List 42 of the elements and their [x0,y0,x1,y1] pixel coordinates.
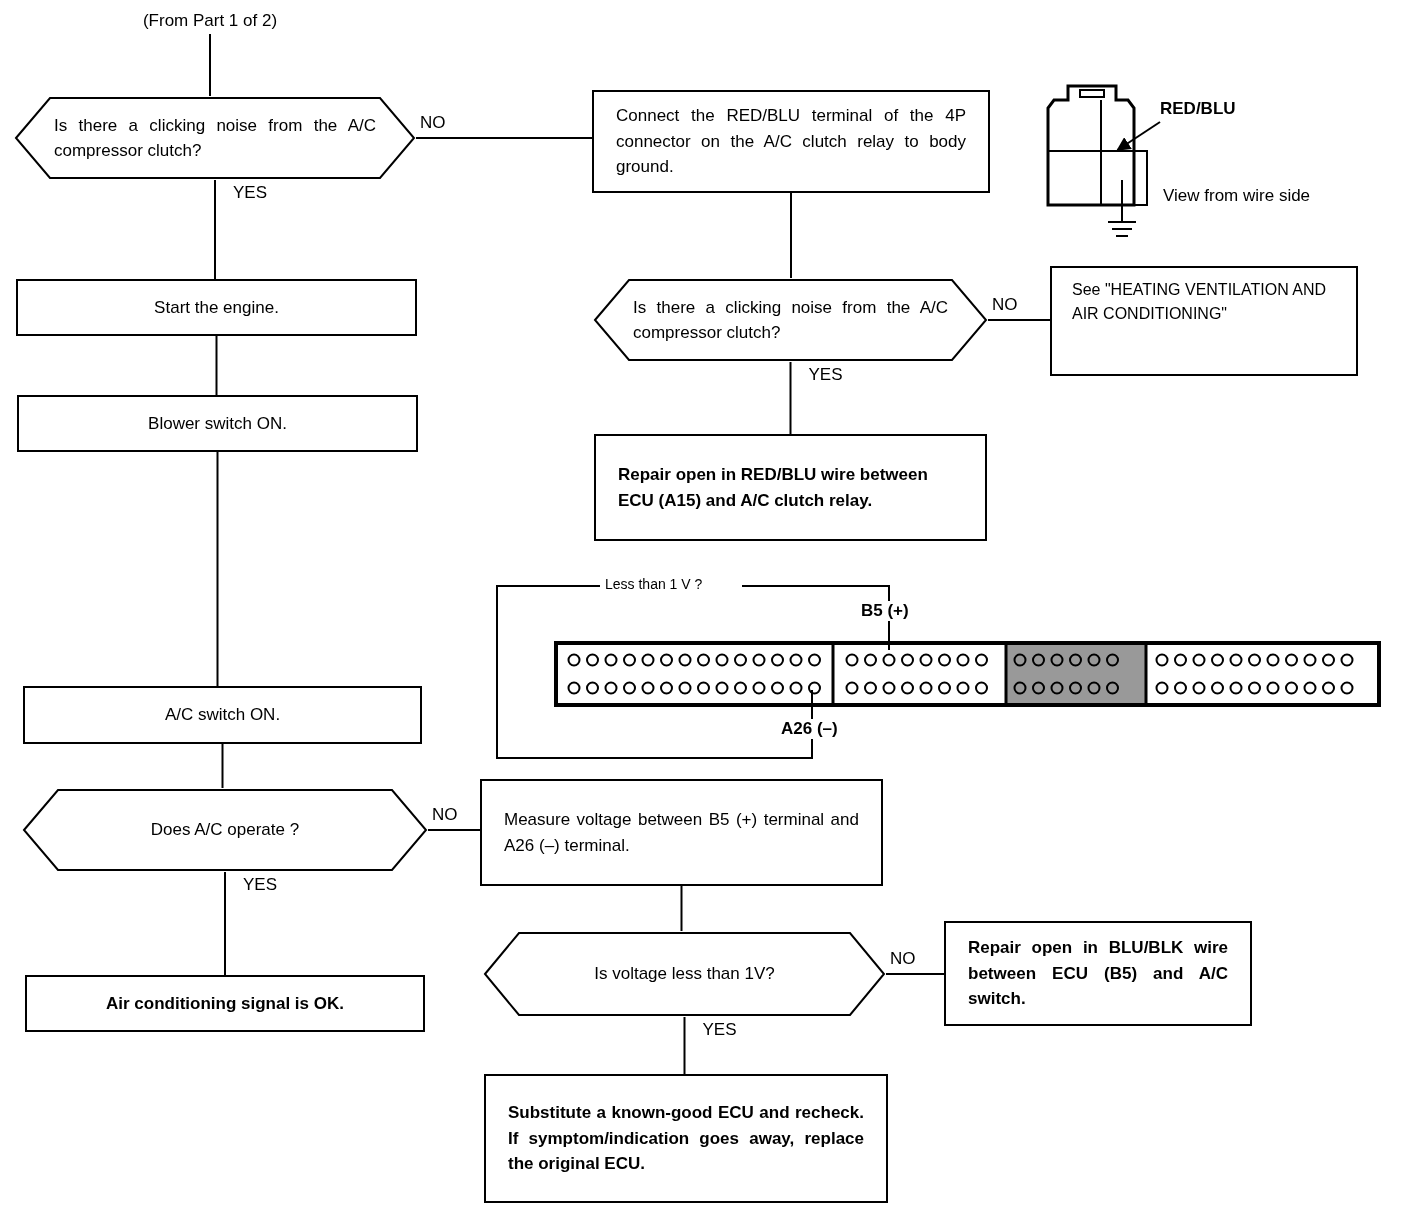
connector-line [214,179,216,280]
process-box [25,975,425,1032]
process-box [944,921,1252,1026]
connector-line [221,743,224,789]
box-text: Substitute a known-good ECU and recheck. If symptom/indication goes away, replace the original ECU. [508,1102,864,1176]
process-box [484,1074,888,1203]
terminal-cavity [1100,150,1148,206]
connector-line [680,885,683,932]
note-text: (From Part 1 of 2) [141,10,279,33]
process-box [16,279,417,336]
box-text: Is voltage less than 1V? [593,963,776,986]
process-box [592,90,990,193]
box-text: See "HEATING VENTILATION AND AIR CONDITIONING" [1072,280,1328,324]
connector-line [790,192,792,279]
connector-line [987,319,1051,321]
connector-line [789,361,792,435]
box-text: Blower switch ON. [147,412,288,435]
box-text: Does A/C operate ? [149,819,301,842]
connector-line [209,33,211,97]
process-box [594,434,987,541]
process-box [23,686,422,744]
box-text: Repair open in RED/BLU wire between ECU (A15) and A/C clutch relay. [618,464,929,512]
box-text: A/C switch ON. [163,704,282,727]
connector-line [216,451,219,687]
box-text: Measure voltage between B5 (+) terminal and A26 (–) terminal. [504,809,859,857]
connector-line [215,335,218,396]
process-box [480,779,883,886]
box-text: Repair open in BLU/BLK wire between ECU (B5) and A/C switch. [968,937,1228,1011]
connector-line [683,1016,686,1075]
process-box [1050,266,1358,376]
leader-arrow [1116,121,1161,151]
connector-line [415,137,593,139]
box-text: Is there a clicking noise from the A/C compressor clutch? [54,114,376,162]
connector-line [427,829,481,831]
process-box [17,395,418,452]
box-text: Air conditioning signal is OK. [105,992,345,1015]
box-text: Is there a clicking noise from the A/C compressor clutch? [633,296,948,344]
box-text: Connect the RED/BLU terminal of the 4P connector on the A/C clutch relay to body ground. [616,105,966,179]
connector-line [224,871,226,976]
box-text: Start the engine. [153,296,280,319]
connector-line [885,973,945,975]
note-text: RED/BLU [1160,98,1237,121]
